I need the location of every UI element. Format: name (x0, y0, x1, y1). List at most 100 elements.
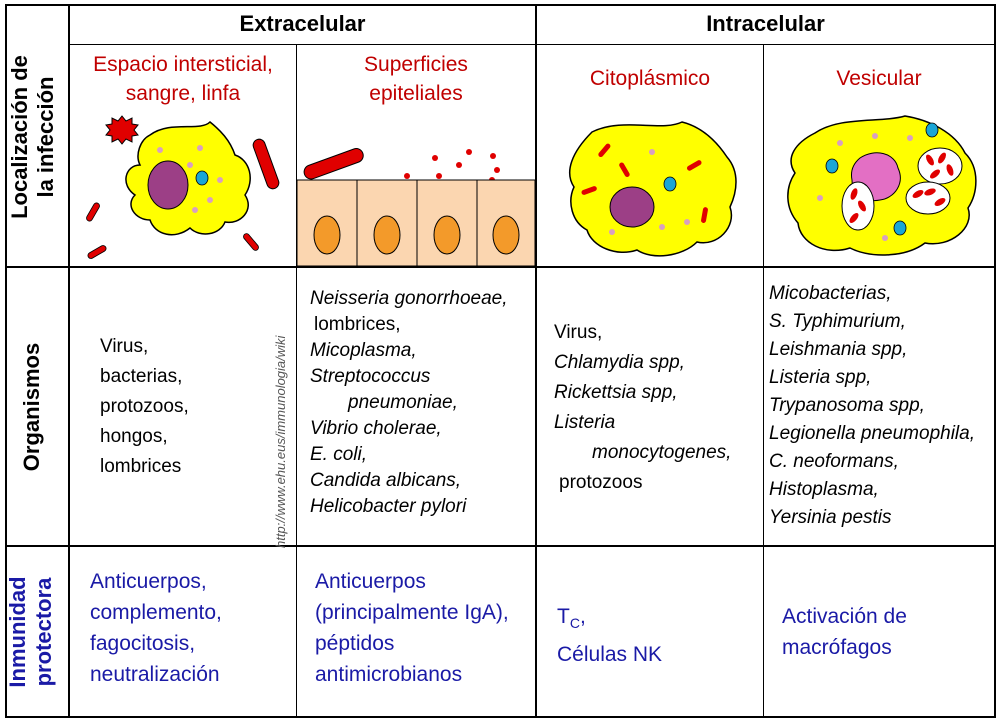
vacuole-icon (825, 158, 839, 174)
granule-icon (907, 135, 913, 141)
illustration-vesicular (787, 115, 977, 256)
organism-item: Helicobacter pylori (310, 496, 467, 517)
organism-item: bacterias, (100, 366, 183, 387)
header-extracelular: Extracelular (239, 11, 366, 36)
organism-item: Micobacterias, (769, 283, 892, 304)
granule-icon (872, 133, 878, 139)
bacterium-icon (701, 207, 708, 224)
watermark-url: http://www.ehu.eus/immunologia/wiki (273, 335, 288, 548)
immunity-item-tc: TC, (557, 601, 662, 639)
organism-item: Candida albicans, (310, 470, 462, 491)
immunity-item: Células NK (557, 643, 663, 667)
organism-item: E. coli, (310, 444, 368, 465)
immunity-item: macrófagos (782, 636, 892, 659)
grid-line (5, 4, 7, 718)
organism-item: Yersinia pestis (769, 507, 892, 528)
granule-icon (882, 235, 888, 241)
immunity-tc-subscript: C (569, 615, 580, 632)
granule-icon (217, 177, 223, 183)
immunity-item: Anticuerpos, (90, 570, 207, 593)
organism-item: S. Typhimurium, (769, 311, 906, 332)
organism-item: lombrices (100, 456, 182, 477)
organism-item: monocytogenes, (592, 442, 732, 463)
organism-item: Histoplasma, (769, 479, 879, 500)
organism-item: protozoos, (100, 396, 189, 417)
nucleus-icon (147, 160, 189, 210)
immunity-item: Anticuerpos (315, 570, 426, 593)
microbe-dot-icon (456, 162, 462, 168)
immunity-extracelular-intersticial: Anticuerpos, complemento, fagocitosis, n… (90, 566, 222, 690)
organism-item: pneumoniae, (348, 392, 458, 413)
bacterium-icon (619, 162, 630, 178)
grid-line (68, 44, 995, 45)
organism-item: Micoplasma, (310, 340, 417, 361)
location-line: epiteliales (369, 82, 463, 105)
grid-line (5, 266, 995, 268)
organism-item: Listeria (554, 412, 616, 433)
microbe-dot-icon (404, 173, 410, 179)
bacterium-icon (686, 160, 702, 171)
vacuole-icon (925, 122, 939, 138)
granule-icon (157, 147, 163, 153)
cell-body-icon (125, 120, 251, 236)
grid-line (5, 545, 995, 547)
grid-line (296, 45, 297, 718)
bacterium-icon (303, 148, 364, 180)
immunity-item: Activación de (782, 605, 907, 628)
granule-icon (197, 145, 203, 151)
row-label-localizacion-line1: Localización de (7, 55, 32, 219)
organism-item: Listeria spp, (769, 367, 872, 388)
granule-icon (187, 162, 193, 168)
row-label-organismos: Organismos (19, 342, 44, 472)
location-line: Espacio intersticial, (93, 53, 273, 76)
location-line: Citoplásmico (589, 67, 711, 90)
grid-line (68, 4, 70, 718)
organism-item: protozoos (559, 472, 643, 493)
immunity-tc-suffix: , (579, 605, 586, 628)
location-line: Superficies (364, 53, 468, 76)
microbe-dot-icon (494, 167, 500, 173)
cell-body-icon (569, 121, 737, 257)
organism-item: Chlamydia spp, (554, 352, 685, 373)
bacterium-icon (87, 245, 107, 259)
granule-icon (837, 140, 843, 146)
nucleus-icon (609, 186, 655, 228)
grid-line (994, 4, 996, 718)
organism-item: Rickettsia spp, (554, 382, 678, 403)
immunity-item: (principalmente IgA), (315, 601, 509, 624)
location-vesicular: Vesicular (764, 64, 994, 93)
organism-item: Trypanosoma spp, (769, 395, 925, 416)
immunity-vesicular: Activación de macrófagos (782, 601, 907, 663)
row-label-inmunidad-line2: protectora (31, 577, 56, 687)
virus-icon (105, 115, 139, 145)
microbe-dot-icon (436, 173, 442, 179)
organisms-citoplasmico: Virus, Chlamydia spp, Rickettsia spp, Li… (554, 318, 731, 498)
organism-item: Streptococcus (310, 366, 431, 387)
organism-item: Virus, (554, 322, 603, 343)
row-label-inmunidad: Inmunidad protectora (5, 552, 61, 712)
organism-item: Neisseria gonorrhoeae, (310, 288, 508, 309)
microbe-dot-icon (490, 153, 496, 159)
granule-icon (609, 229, 615, 235)
grid-line (5, 4, 995, 6)
vacuole-icon (893, 220, 907, 236)
organism-item: hongos, (100, 426, 168, 447)
granule-icon (649, 149, 655, 155)
grid-line (763, 45, 764, 718)
illustration-cytoplasmic (569, 121, 737, 257)
vesicle-icon (841, 181, 875, 231)
row-label-inmunidad-line1: Inmunidad (5, 576, 30, 688)
microbe-dot-icon (466, 149, 472, 155)
illustration-extracellular-interstitial (86, 115, 280, 259)
organism-item: Vibrio cholerae, (310, 418, 442, 439)
microbe-dot-icon (432, 155, 438, 161)
granule-icon (817, 195, 823, 201)
immunity-tc-label: T (557, 605, 570, 628)
grid-line (5, 716, 995, 718)
bacterium-icon (581, 186, 597, 195)
granule-icon (192, 207, 198, 213)
location-intersticial: Espacio intersticial, sangre, linfa (70, 50, 296, 108)
row-label-localizacion-line2: la infección (33, 76, 58, 198)
vacuole-icon (663, 176, 677, 192)
bacterium-icon (86, 202, 100, 222)
